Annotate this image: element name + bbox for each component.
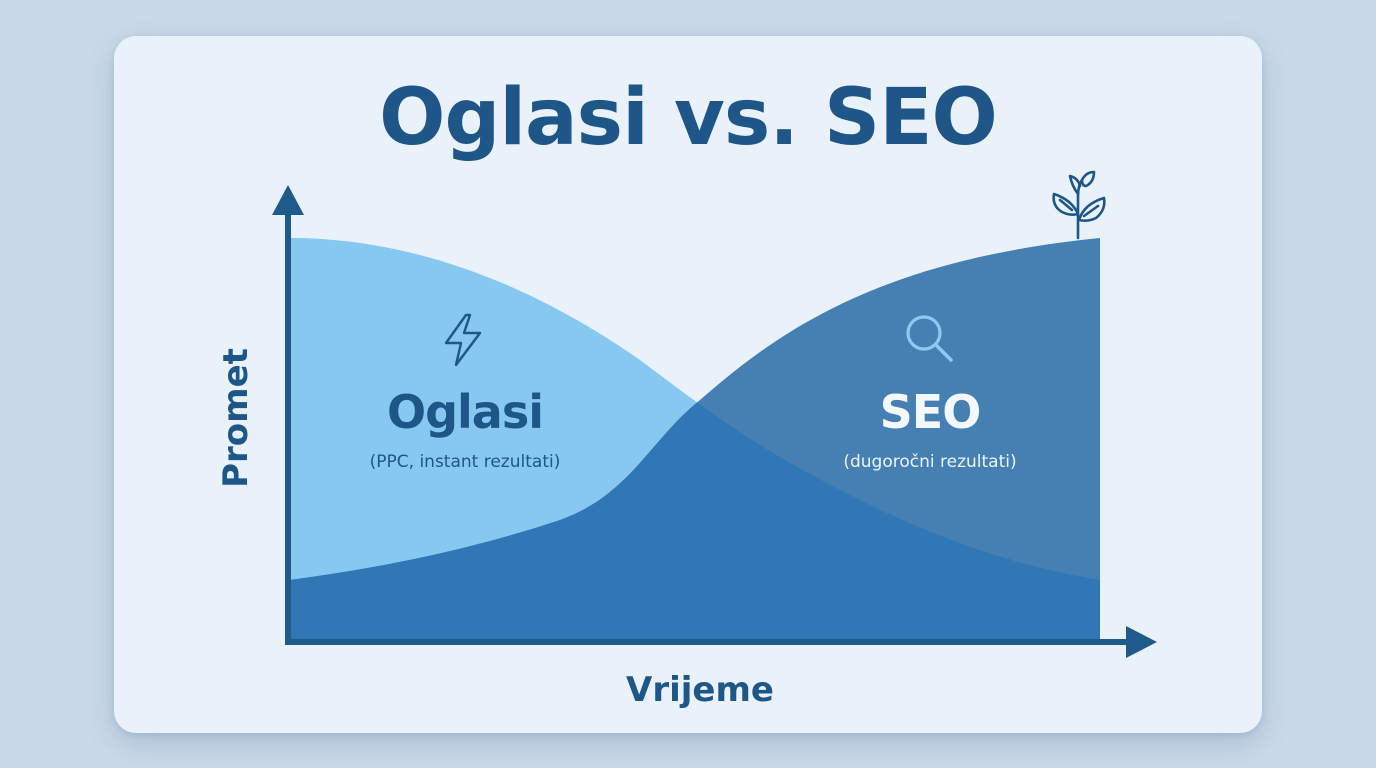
x-axis-arrow-icon bbox=[1126, 626, 1157, 658]
x-axis-label: Vrijeme bbox=[626, 670, 774, 710]
ads-series-subtitle: (PPC, instant rezultati) bbox=[369, 452, 561, 472]
y-axis-arrow-icon bbox=[272, 185, 304, 215]
seo-series-subtitle: (dugoročni rezultati) bbox=[843, 452, 1017, 472]
x-axis bbox=[285, 626, 1157, 658]
y-axis-label: Promet bbox=[216, 348, 256, 488]
ads-series-label: Oglasi bbox=[387, 385, 544, 439]
lightning-bolt-icon bbox=[444, 313, 482, 367]
plant-sprout-icon bbox=[1052, 170, 1106, 240]
y-axis bbox=[272, 185, 304, 644]
seo-series-label: SEO bbox=[879, 385, 982, 439]
magnifier-search-icon bbox=[906, 315, 953, 362]
chart-title: Oglasi vs. SEO bbox=[379, 73, 998, 163]
